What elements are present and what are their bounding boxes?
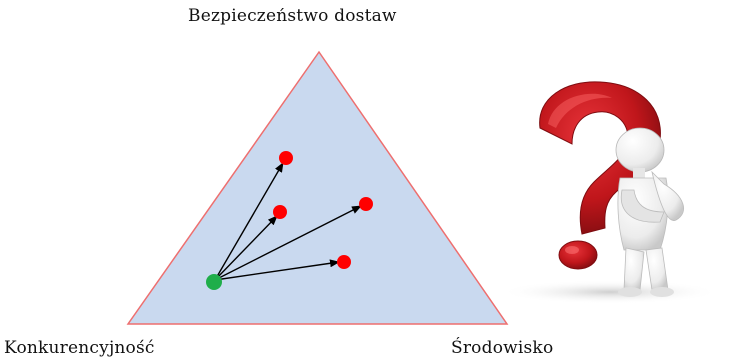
question-mark-figure-illustration (500, 82, 720, 304)
triangle (128, 52, 507, 324)
target-point (359, 197, 373, 211)
target-point (273, 205, 287, 219)
target-point (337, 255, 351, 269)
figure-icon (616, 128, 684, 297)
origin-point (206, 274, 222, 290)
target-point (279, 151, 293, 165)
